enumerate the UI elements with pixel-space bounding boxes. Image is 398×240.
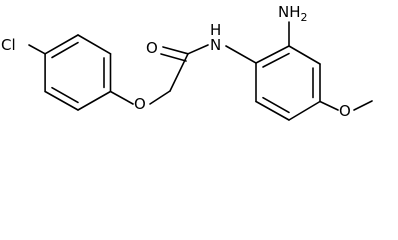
- double-bond-inner: [262, 52, 290, 68]
- amine-label-main: NH: [278, 3, 301, 21]
- amide-nitrogen-label: N: [210, 36, 221, 54]
- aminomethoxyphenyl-ring: [255, 21, 373, 121]
- bond: [77, 34, 112, 55]
- bond-carbonyl-nitrogen: [187, 44, 209, 55]
- bond: [255, 100, 290, 121]
- methoxy-oxygen-label: O: [339, 102, 351, 120]
- bond: [255, 45, 290, 64]
- bond-carbonyl-oxygen: [162, 46, 189, 55]
- chlorophenyl-ring: [44, 34, 112, 111]
- bond: [44, 90, 79, 111]
- bond-methoxy-methyl: [353, 100, 373, 111]
- double-bond-inner: [51, 41, 79, 59]
- bond: [77, 90, 112, 111]
- bond-carbonyl-oxygen-double: [160, 53, 187, 62]
- ether-oxygen-label: O: [134, 95, 146, 113]
- double-bond-inner: [262, 96, 290, 114]
- amide-hydrogen-label: H: [210, 21, 221, 39]
- carbonyl-oxygen-label: O: [146, 39, 158, 57]
- bond-to-chlorine: [28, 44, 46, 55]
- linker-bonds: [28, 44, 257, 105]
- chlorine-label: Cl: [1, 36, 16, 54]
- atom-labels: Cl O O N H NH2 O: [1, 3, 351, 120]
- chemical-structure: Cl O O N H NH2 O: [1, 3, 373, 121]
- bond: [44, 34, 79, 55]
- amine-label-subscript: 2: [301, 11, 308, 24]
- double-bond-inner: [51, 86, 79, 104]
- bond: [288, 100, 321, 121]
- bond-to-ether-oxygen: [109, 90, 134, 105]
- bond-to-methoxy-oxygen: [319, 100, 339, 111]
- bond-oxygen-methylene: [149, 90, 171, 105]
- amine-label: NH2: [278, 3, 308, 24]
- bond: [288, 45, 321, 65]
- bond-nitrogen-aryl: [225, 45, 257, 64]
